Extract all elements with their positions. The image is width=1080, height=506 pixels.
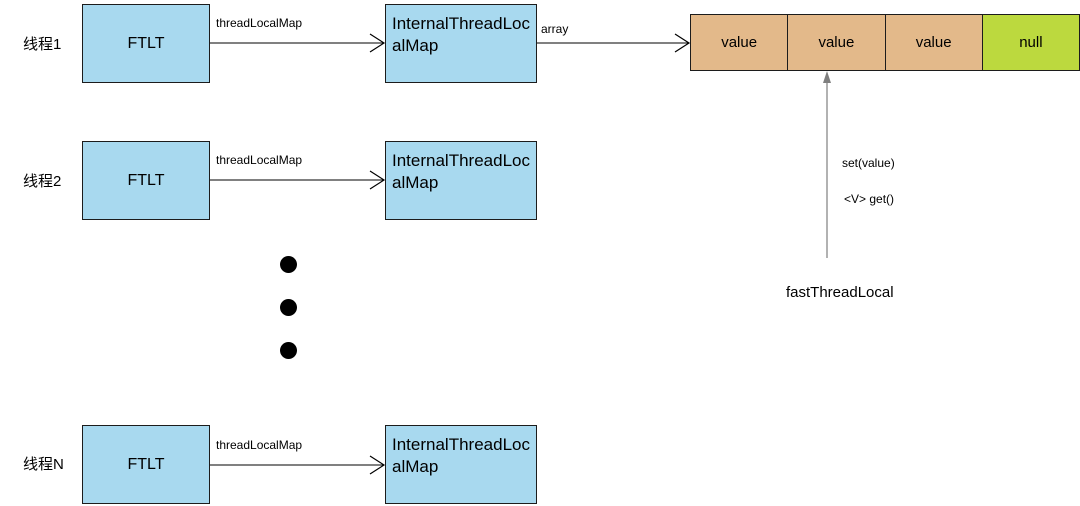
get-operation-label: <V> get()	[844, 192, 895, 206]
ftlt-box-n: FTLT	[82, 425, 210, 504]
array-cell-1: value	[691, 15, 789, 70]
edge-label-array: array	[541, 22, 569, 36]
ftlt-label-2: FTLT	[127, 171, 165, 189]
edge-label-thread-local-map-n: threadLocalMap	[216, 438, 303, 452]
array-cell-3: value	[885, 15, 983, 70]
array-cell-2: value	[788, 15, 886, 70]
ellipsis-dot-3	[280, 342, 297, 359]
edge-label-thread-local-map-2: threadLocalMap	[216, 153, 303, 167]
thread-label-2: 线程2	[23, 173, 62, 190]
ftlt-label-1: FTLT	[127, 34, 165, 52]
fast-thread-local-arrow	[823, 71, 831, 258]
array-cell-null: null	[982, 15, 1079, 70]
thread-n-map-arrow	[210, 455, 386, 475]
internal-thread-local-map-label-1: InternalThreadLocalMap	[392, 14, 530, 55]
ellipsis-dot-2	[280, 299, 297, 316]
internal-thread-local-map-label-2: InternalThreadLocalMap	[392, 151, 530, 192]
thread-label-1: 线程1	[23, 36, 62, 53]
fast-thread-local-label: fastThreadLocal	[786, 284, 894, 301]
value-array: value value value null	[690, 14, 1080, 71]
ellipsis-dot-1	[280, 256, 297, 273]
thread-1-map-arrow	[210, 33, 386, 53]
set-operation-label: set(value)	[842, 156, 895, 170]
ftlt-box-1: FTLT	[82, 4, 210, 83]
thread-2-map-arrow	[210, 170, 386, 190]
array-arrow	[536, 33, 691, 53]
edge-label-thread-local-map-1: threadLocalMap	[216, 16, 303, 30]
internal-thread-local-map-box-1: InternalThreadLocalMap	[385, 4, 537, 83]
internal-thread-local-map-box-2: InternalThreadLocalMap	[385, 141, 537, 220]
ftlt-box-2: FTLT	[82, 141, 210, 220]
ftlt-label-n: FTLT	[127, 455, 165, 473]
internal-thread-local-map-box-n: InternalThreadLocalMap	[385, 425, 537, 504]
thread-label-n: 线程N	[23, 456, 64, 473]
internal-thread-local-map-label-n: InternalThreadLocalMap	[392, 435, 530, 476]
